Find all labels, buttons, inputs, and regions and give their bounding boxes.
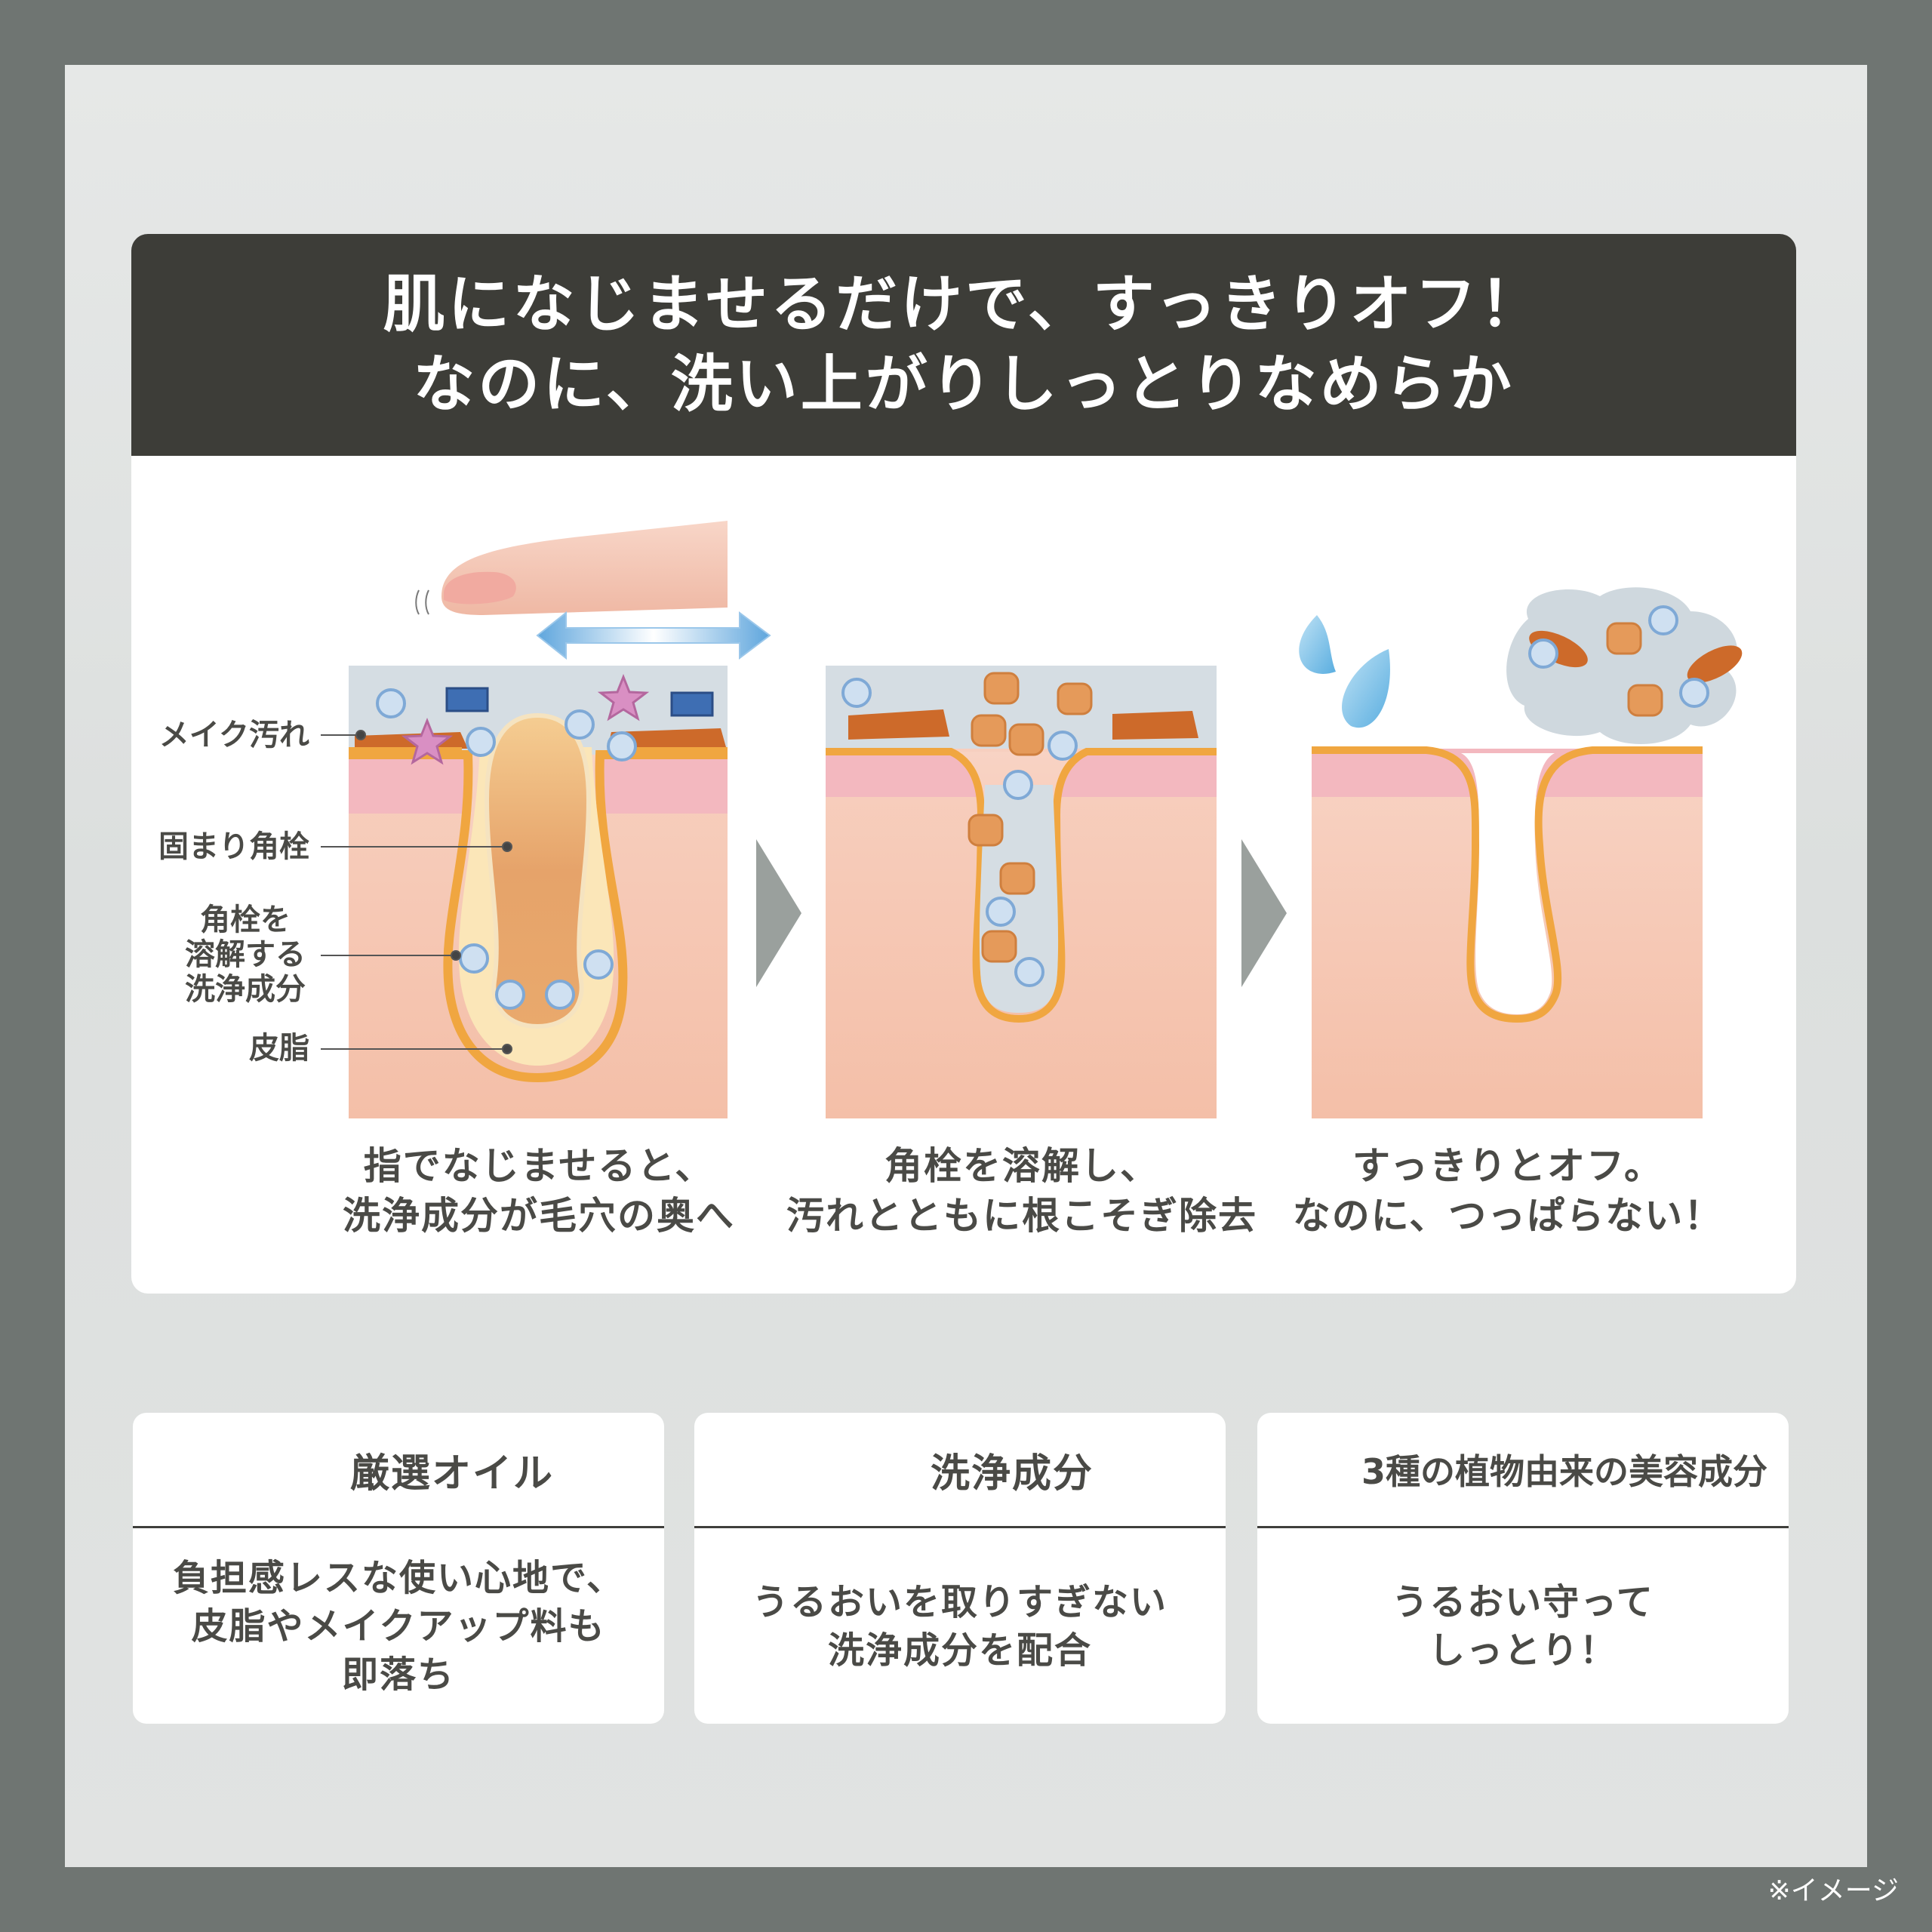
step3-caption: すっきりとオフ。 なのに、つっぱらない！: [1266, 1141, 1749, 1241]
swipe-arrow: [536, 611, 771, 660]
callout-cleanser-line-3: 洗浄成分: [185, 972, 306, 1007]
callout-sebum: 皮脂: [249, 1031, 309, 1066]
step1-caption: 指でなじませると、 洗浄成分が毛穴の奥へ: [297, 1141, 780, 1241]
card-botanical-body: うるおい守って しっとり！: [1257, 1528, 1789, 1724]
card-oil-line-2: 皮脂やメイクアップ料も: [191, 1604, 606, 1647]
headline-line-1: 肌になじませるだけで、すっきりオフ！: [383, 269, 1545, 340]
card-oil-line-1: 負担感レスな使い心地で、: [172, 1556, 625, 1599]
step2-caption-line-1: 角栓を溶解し、: [884, 1144, 1159, 1188]
step1-star-1: [401, 717, 454, 765]
card-oil: 厳選オイル 負担感レスな使い心地で、 皮脂やメイクアップ料も 即落ち: [133, 1413, 664, 1724]
callout-makeup: メイク汚れ: [158, 718, 309, 752]
card-botanical-title: 3種の植物由来の美容成分: [1361, 1451, 1767, 1492]
removed-dirt-cloud: [1506, 587, 1737, 745]
step1-star-2: [597, 673, 650, 721]
callout-cleanser-line-2: 溶解する: [185, 937, 306, 972]
card-botanical: 3種の植物由来の美容成分 うるおい守って しっとり！: [1257, 1413, 1789, 1724]
card-cleanser: 洗浄成分 うるおいを取りすぎない 洗浄成分を配合: [694, 1413, 1226, 1724]
step1-makeup-dirt-right: [608, 728, 726, 749]
step3-caption-line-2: なのに、つっぱらない！: [1292, 1194, 1724, 1238]
card-cleanser-line-2: 洗浄成分を配合: [827, 1629, 1092, 1672]
step1-cleanser-2: [670, 691, 714, 717]
step3-diagram: [1299, 587, 1743, 1118]
motion-lines: [415, 589, 429, 615]
card-cleanser-title: 洗浄成分: [930, 1451, 1094, 1497]
card-oil-title: 厳選オイル: [349, 1451, 554, 1497]
headline-bar: 肌になじませるだけで、すっきりオフ！ なのに、洗い上がりしっとりなめらか: [131, 234, 1796, 456]
card-oil-line-3: 即落ち: [341, 1653, 455, 1696]
card-botanical-line-2: しっとり！: [1428, 1629, 1617, 1672]
callout-cleanser: 角栓を 溶解する 洗浄成分: [151, 903, 309, 1007]
fingernail: [444, 571, 516, 605]
step1-caption-line-2: 洗浄成分が毛穴の奥へ: [343, 1194, 735, 1238]
card-cleanser-line-1: うるおいを取りすぎない: [752, 1580, 1168, 1623]
step2-diagram: [826, 666, 1217, 1118]
step2-caption: 角栓を溶解し、 汚れとともに根こそぎ除去: [780, 1141, 1263, 1241]
step1-cleanser-1: [445, 687, 489, 712]
step1-diagram: [321, 521, 771, 1118]
step1-oil-droplets: [376, 688, 637, 1010]
card-botanical-header: 3種の植物由来の美容成分: [1257, 1413, 1789, 1528]
water-drop-2: [1342, 649, 1390, 728]
card-oil-body: 負担感レスな使い心地で、 皮脂やメイクアップ料も 即落ち: [133, 1528, 664, 1724]
callout-leaders: [321, 730, 512, 1054]
card-cleanser-body: うるおいを取りすぎない 洗浄成分を配合: [694, 1528, 1226, 1724]
step2-caption-line-2: 汚れとともに根こそぎ除去: [786, 1194, 1257, 1238]
callout-plug: 固まり角栓: [158, 829, 309, 864]
step1-keratin-plug: [484, 712, 592, 1029]
water-drop-1: [1299, 615, 1336, 674]
step1-caption-line-1: 指でなじませると、: [363, 1144, 715, 1188]
step3-caption-line-1: すっきりとオフ。: [1352, 1144, 1663, 1188]
step3-clean-pore: [1312, 746, 1703, 1023]
card-botanical-line-1: うるおい守って: [1392, 1580, 1654, 1623]
image-note: ※イメージ: [1767, 1875, 1899, 1906]
step-arrow-1: [756, 839, 801, 987]
card-cleanser-header: 洗浄成分: [694, 1413, 1226, 1528]
step-arrow-2: [1241, 839, 1287, 987]
step2-dissolved-plug: [968, 672, 1093, 963]
headline-line-2: なのに、洗い上がりしっとりなめらか: [413, 349, 1515, 420]
callout-cleanser-line-1: 角栓を: [200, 903, 291, 937]
card-oil-header: 厳選オイル: [133, 1413, 664, 1528]
